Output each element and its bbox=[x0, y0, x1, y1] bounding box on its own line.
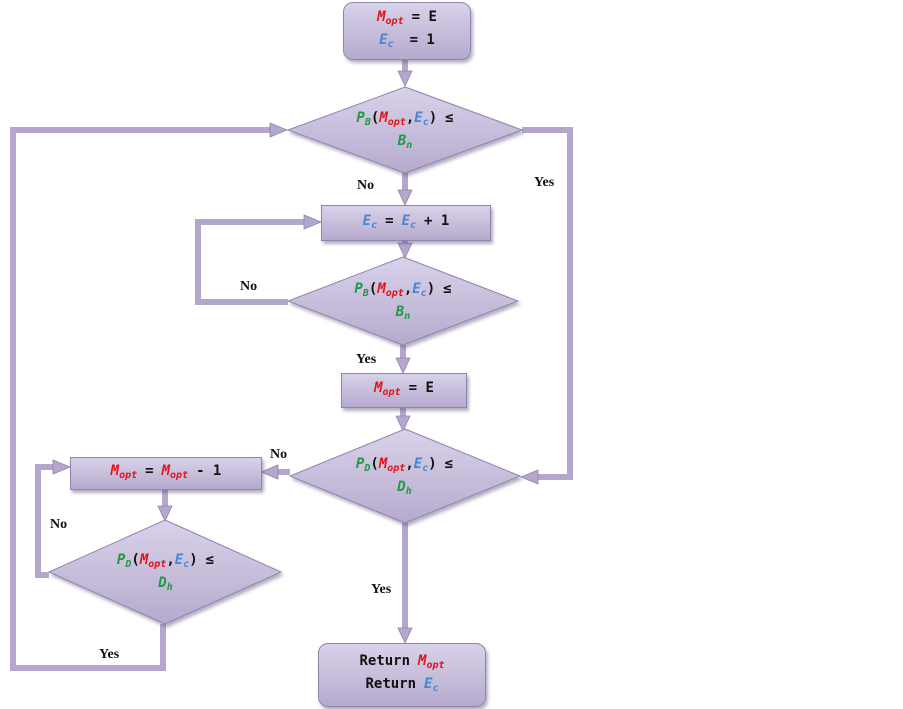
arrowhead-to-update bbox=[395, 357, 411, 374]
edge-label-no-3: No bbox=[270, 447, 288, 462]
edge-pd2-no-loop bbox=[35, 464, 55, 578]
ec-symbol: Ec bbox=[379, 32, 394, 50]
arrowhead-pd2-yes-into-pb1 bbox=[269, 122, 289, 138]
diamond-pd-1-shape bbox=[288, 428, 522, 524]
diamond-pb-1-shape bbox=[286, 86, 524, 174]
dh-symbol: Dh bbox=[397, 479, 412, 497]
diamond-pd-2-shape bbox=[47, 519, 283, 625]
update-mopt-node: Mopt= E bbox=[341, 373, 467, 408]
mopt-symbol: Mopt bbox=[377, 9, 404, 27]
edge-label-yes-1: Yes bbox=[534, 175, 555, 190]
edge-label-yes-4: Yes bbox=[99, 647, 120, 662]
arrowhead-to-pd1 bbox=[395, 415, 411, 432]
init-mopt-line: Mopt= E bbox=[377, 9, 437, 27]
init-ec-line: Ec= 1 bbox=[379, 32, 435, 50]
arrowhead-to-decrement bbox=[259, 464, 279, 480]
arrowhead-to-pd2 bbox=[157, 505, 173, 522]
arrowhead-pd2-no-into-decrement bbox=[52, 459, 72, 475]
decision-pb-1: PB(Mopt,Ec)≤ Bn bbox=[356, 110, 454, 151]
edge-label-yes-2: Yes bbox=[356, 352, 377, 367]
increment-ec-node: Ec=Ec+ 1 bbox=[321, 205, 491, 241]
start-node: Mopt= E Ec= 1 bbox=[343, 2, 471, 60]
edge-pd2-yes-loop bbox=[10, 127, 270, 671]
decision-pb-2: PB(Mopt,Ec)≤ Bn bbox=[354, 281, 452, 322]
decision-pd-2: PD(Mopt,Ec)≤ Dh bbox=[116, 551, 215, 593]
decision-pd-1: PD(Mopt,Ec)≤ Dh bbox=[355, 456, 454, 497]
pd-symbol: PD bbox=[355, 456, 371, 474]
arrowhead-start-to-pb1 bbox=[397, 70, 413, 87]
arrowhead-pb1-yes-into-pd1 bbox=[519, 469, 539, 485]
diamond-pb-2-shape bbox=[286, 256, 520, 346]
decrement-mopt-node: Mopt=Mopt- 1 bbox=[70, 457, 262, 490]
edge-label-no-2: No bbox=[240, 279, 258, 294]
edge-label-no-4: No bbox=[50, 517, 68, 532]
arrowhead-pb2-no-into-increment bbox=[303, 214, 323, 230]
edge-pb2-no-loop bbox=[195, 219, 305, 305]
pb-symbol: PB bbox=[356, 110, 371, 128]
arrowhead-to-increment bbox=[397, 189, 413, 206]
arrowhead-to-end bbox=[397, 627, 413, 644]
arrowhead-to-pb2 bbox=[397, 242, 413, 259]
edge-label-no-1: No bbox=[357, 178, 375, 193]
edge-label-yes-3: Yes bbox=[371, 582, 392, 597]
bn-symbol: Bn bbox=[397, 133, 413, 151]
edge-pb1-yes-to-pd1 bbox=[522, 127, 573, 480]
